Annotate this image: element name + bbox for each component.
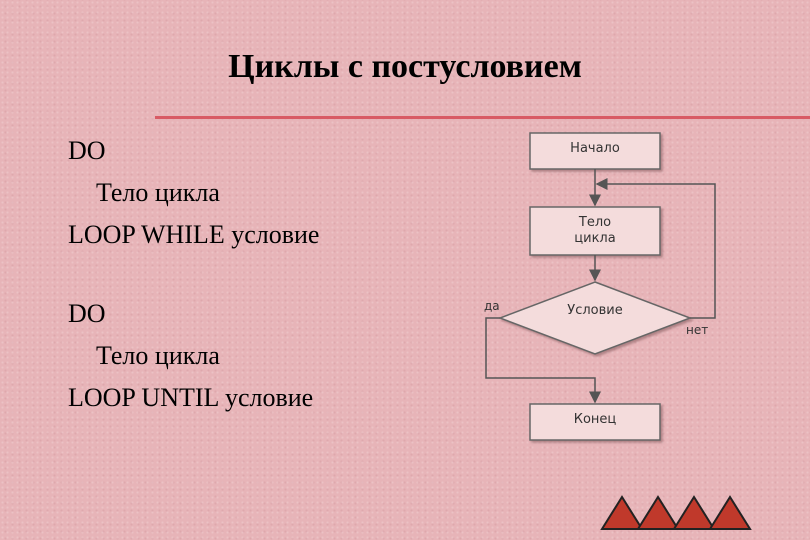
start-box bbox=[529, 132, 661, 170]
code-line-loop-while: LOOP WHILE условие bbox=[68, 220, 320, 249]
triangle-icon bbox=[708, 495, 752, 530]
body-box bbox=[529, 206, 661, 256]
arrow-yes-exit bbox=[485, 317, 601, 404]
body-label-line1: Тело bbox=[578, 215, 611, 230]
end-box bbox=[529, 403, 661, 441]
code-line-body: Тело цикла bbox=[96, 178, 220, 207]
code-line-do: DO bbox=[68, 299, 106, 328]
do-loop-until-block: DO Тело цикла LOOP UNTIL условие bbox=[68, 293, 313, 419]
do-loop-while-block: DO Тело цикла LOOP WHILE условие bbox=[68, 130, 319, 256]
arrow-no-loop bbox=[595, 178, 716, 319]
title-divider bbox=[155, 116, 810, 119]
triangle-icon bbox=[600, 495, 644, 530]
code-line-loop-until: LOOP UNTIL условие bbox=[68, 383, 314, 412]
end-label: Конец bbox=[574, 412, 617, 427]
code-line-do: DO bbox=[68, 136, 106, 165]
body-label-line2: цикла bbox=[574, 231, 615, 246]
start-label: Начало bbox=[570, 141, 620, 156]
slide-title: Циклы с постусловием bbox=[228, 48, 582, 85]
no-label: нет bbox=[686, 323, 708, 337]
condition-label: Условие bbox=[567, 303, 622, 318]
triangle-icon bbox=[636, 495, 680, 530]
code-line-body: Тело цикла bbox=[96, 341, 220, 370]
decorative-triangles-logo bbox=[600, 495, 752, 530]
yes-label: да bbox=[484, 299, 500, 313]
triangle-icon bbox=[672, 495, 716, 530]
condition-diamond bbox=[497, 281, 693, 355]
